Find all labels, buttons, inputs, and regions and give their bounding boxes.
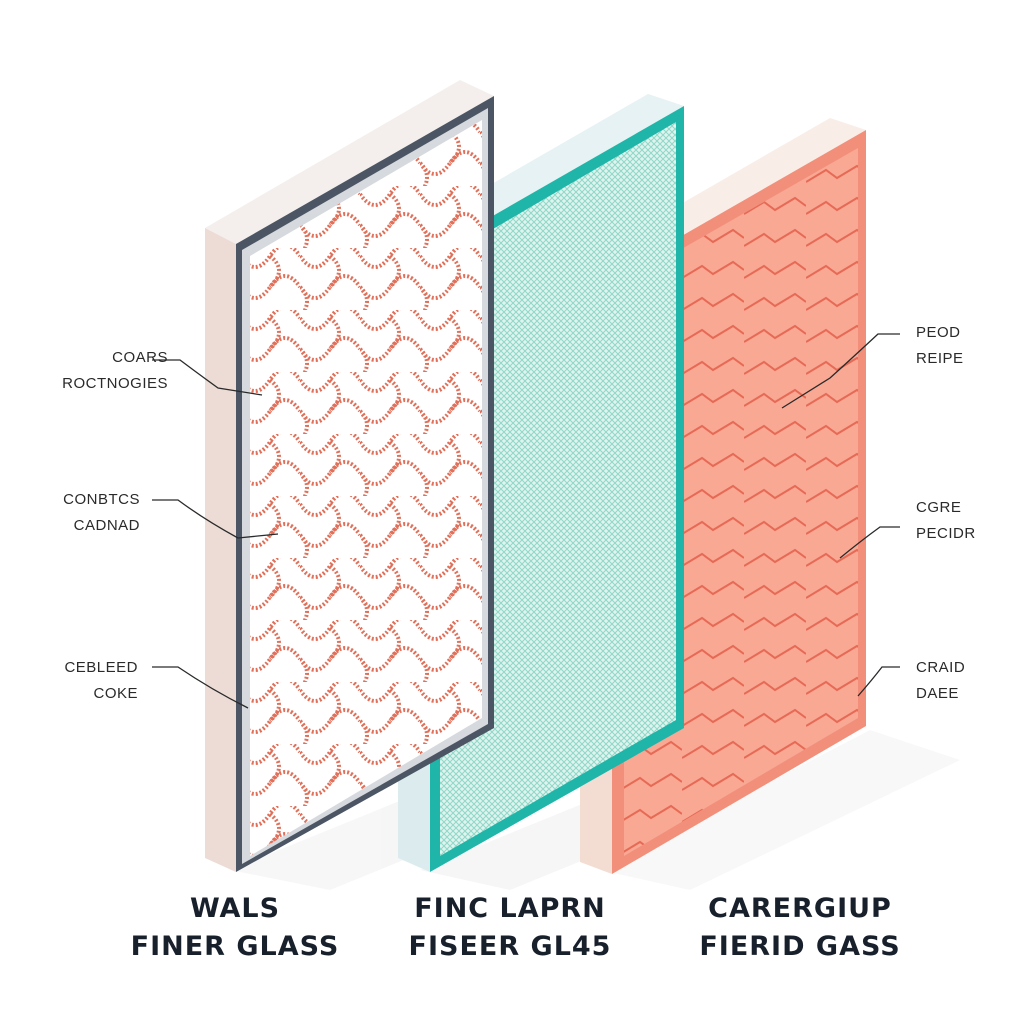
- panel-left-caption: WALS FINER GLASS: [100, 890, 370, 966]
- panel-right-title-line2: FIERID GASS: [699, 931, 901, 962]
- callout-left-2-line1: CONBTCS: [63, 491, 140, 508]
- callout-right-2-line2: PECIDR: [916, 525, 976, 542]
- callout-left-2-line2: CADNAD: [73, 517, 140, 534]
- callout-leader-lines: [152, 333, 900, 709]
- panel-middle-title-line2: FISEER GL45: [408, 931, 612, 962]
- callout-right-2-line1: CGRE: [916, 499, 962, 516]
- panel-middle-caption: FINC LAPRN FISEER GL45: [370, 890, 650, 966]
- panel-left: [205, 80, 494, 872]
- callout-left-2: CONBTCS CADNAD: [20, 487, 140, 539]
- callout-left-1: COARS ROCTNOGIES: [20, 345, 168, 397]
- callout-right-1-line1: PEOD: [916, 324, 961, 341]
- callout-right-3: CRAID DAEE: [916, 655, 1016, 707]
- callout-left-3: CEBLEED COKE: [20, 655, 138, 707]
- callout-right-3-line2: DAEE: [916, 685, 959, 702]
- panel-middle-title-line1: FINC LAPRN: [414, 893, 606, 924]
- panel-left-title-line1: WALS: [189, 893, 281, 924]
- callout-right-3-line1: CRAID: [916, 659, 966, 676]
- panel-right-caption: CARERGIUP FIERID GASS: [660, 890, 940, 966]
- callout-left-1-line2: ROCTNOGIES: [62, 375, 168, 392]
- panel-right-title-line1: CARERGIUP: [708, 893, 892, 924]
- panel-left-title-line2: FINER GLASS: [130, 931, 340, 962]
- callout-left-3-line1: CEBLEED: [64, 659, 138, 676]
- callout-left-3-line2: COKE: [93, 685, 138, 702]
- callout-left-1-line1: COARS: [112, 349, 168, 366]
- callout-right-2: CGRE PECIDR: [916, 495, 1016, 547]
- callout-right-1: PEOD REIPE: [916, 320, 1016, 372]
- callout-right-1-line2: REIPE: [916, 350, 964, 367]
